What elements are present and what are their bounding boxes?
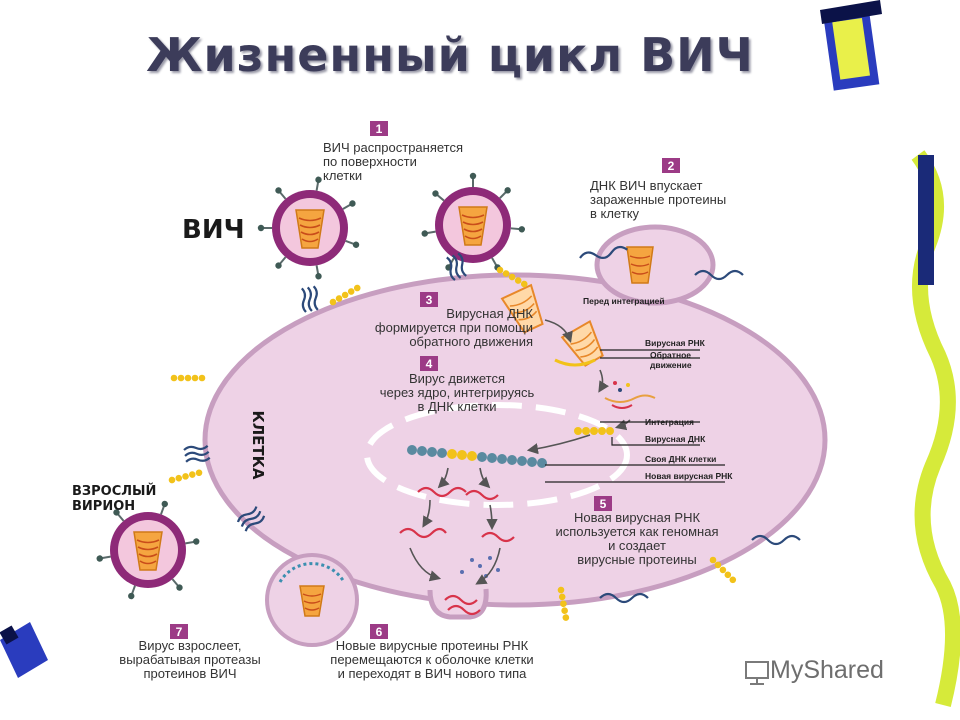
viral-dna-label: Вирусная ДНК: [645, 434, 706, 444]
svg-text:и создает: и создает: [608, 538, 666, 553]
step-badge-3: 3: [420, 292, 438, 307]
svg-text:вирусные протеины: вирусные протеины: [577, 552, 697, 567]
svg-text:по поверхности: по поверхности: [323, 154, 417, 169]
svg-text:2: 2: [668, 159, 675, 173]
step-badge-1: 1: [370, 121, 388, 136]
before-integration-label: Перед интеграцией: [583, 296, 665, 306]
svg-text:и переходят в ВИЧ нового типа: и переходят в ВИЧ нового типа: [338, 666, 528, 681]
integration-label: Интеграция: [645, 417, 694, 427]
svg-text:клетки: клетки: [323, 168, 362, 183]
step-text-4: Вирус движется через ядро, интегрируясь …: [380, 371, 535, 414]
svg-text:5: 5: [600, 497, 607, 511]
budding-virion: [265, 553, 359, 647]
step-text-7: Вирус взрослеет, вырабатывая протеазы пр…: [119, 638, 260, 681]
watermark-text: MyShared: [770, 656, 884, 684]
svg-text:зараженные протеины: зараженные протеины: [590, 192, 726, 207]
step-text-6: Новые вирусные протеины РНК перемещаются…: [330, 638, 533, 681]
slide-title: Жизненный цикл ВИЧ: [146, 28, 754, 82]
svg-text:3: 3: [426, 293, 433, 307]
protein-dots: [460, 556, 500, 578]
host-dna-chain: [407, 445, 547, 468]
svg-text:6: 6: [376, 625, 383, 639]
svg-text:Вирус взрослеет,: Вирус взрослеет,: [139, 638, 242, 653]
own-dna-label: Своя ДНК клетки: [645, 454, 716, 464]
step-badge-2: 2: [662, 158, 680, 173]
hiv-virion-adult: [95, 498, 201, 602]
reverse-label-2: движение: [650, 360, 692, 370]
step-badge-7: 7: [170, 624, 188, 639]
svg-text:Новые вирусные протеины РНК: Новые вирусные протеины РНК: [336, 638, 529, 653]
svg-text:Вирус движется: Вирус движется: [409, 371, 505, 386]
new-viral-rna-label: Новая вирусная РНК: [645, 471, 733, 481]
svg-text:4: 4: [426, 357, 433, 371]
step-text-5: Новая вирусная РНК используется как гено…: [555, 510, 718, 567]
dna-strand: [604, 394, 656, 403]
svg-text:через ядро, интегрируясь: через ядро, интегрируясь: [380, 385, 535, 400]
viral-rna-label: Вирусная РНК: [645, 338, 706, 348]
entering-capsid: [626, 246, 654, 284]
svg-text:Новая вирусная РНК: Новая вирусная РНК: [574, 510, 700, 525]
svg-text:ДНК ВИЧ впускает: ДНК ВИЧ впускает: [590, 178, 702, 193]
integration-chain: [574, 427, 614, 435]
nucleus-outline: [364, 402, 630, 508]
svg-text:вырабатывая протеазы: вырабатывая протеазы: [119, 652, 260, 667]
pencil-decoration-top-right: [820, 0, 882, 91]
step-text-1: ВИЧ распространяется по поверхности клет…: [323, 140, 463, 183]
adult-virion-label-1: ВЗРОСЛЫЙ: [72, 483, 156, 499]
step-badge-4: 4: [420, 356, 438, 371]
svg-text:формируется при помощи: формируется при помощи: [375, 320, 533, 335]
svg-text:1: 1: [376, 122, 383, 136]
reverse-label-1: Обратное: [650, 350, 691, 360]
hiv-label: ВИЧ: [182, 215, 245, 245]
pencil-decoration-bottom-left: [0, 622, 48, 678]
rna-strand: [554, 358, 596, 367]
leader-lines: [545, 349, 725, 483]
svg-text:Вирусная ДНК: Вирусная ДНК: [446, 306, 533, 321]
svg-text:протеинов ВИЧ: протеинов ВИЧ: [143, 666, 236, 681]
flow-arrows: [409, 319, 631, 585]
cell-label: КЛЕТКА: [249, 410, 267, 479]
pencil-decoration-right: [911, 150, 960, 710]
myshared-logo-icon: [745, 661, 769, 685]
svg-text:7: 7: [176, 625, 183, 639]
svg-text:в клетку: в клетку: [590, 206, 640, 221]
step-badge-6: 6: [370, 624, 388, 639]
svg-text:ВИЧ распространяется: ВИЧ распространяется: [323, 140, 463, 155]
svg-text:в ДНК клетки: в ДНК клетки: [417, 399, 496, 414]
step-text-2: ДНК ВИЧ впускает зараженные протеины в к…: [590, 178, 726, 221]
hiv-virion-left: [256, 175, 362, 281]
adult-virion-label-2: ВИРИОН: [72, 499, 135, 514]
svg-text:обратного движения: обратного движения: [409, 334, 533, 349]
new-viral-rna: [399, 486, 515, 616]
step-text-3: Вирусная ДНК формируется при помощи обра…: [375, 306, 534, 349]
step-badge-5: 5: [594, 496, 612, 511]
svg-text:используется как геномная: используется как геномная: [555, 524, 718, 539]
hiv-virion-middle: [420, 171, 527, 273]
capsid-before-integration: [500, 283, 544, 334]
svg-text:перемещаются к оболочке клетки: перемещаются к оболочке клетки: [330, 652, 533, 667]
